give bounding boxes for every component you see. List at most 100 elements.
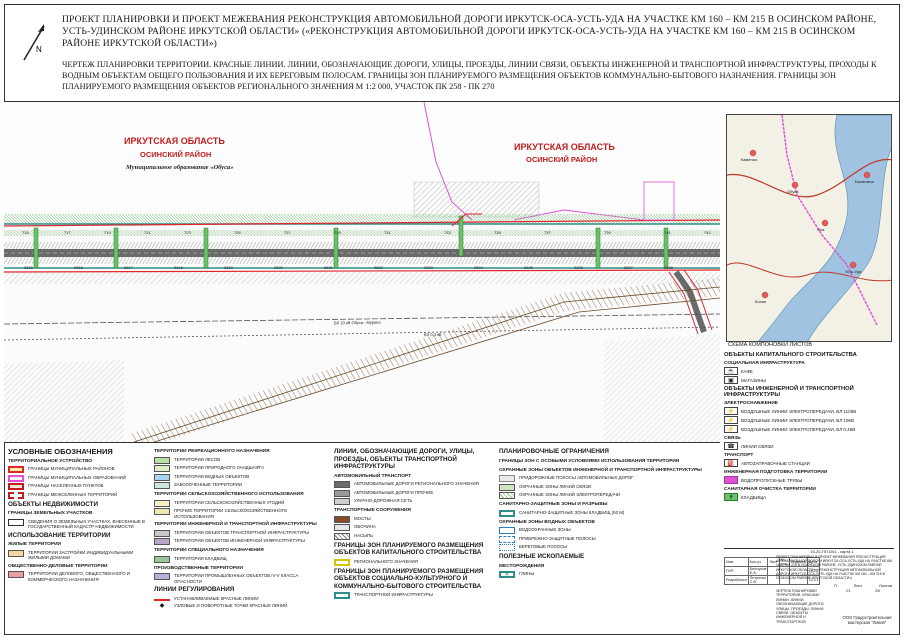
point-label: 737 <box>544 230 551 235</box>
legend-heading: ГРАНИЦЫ ЗОН ПЛАНИРУЕМОГО РАЗМЕЩЕНИЯ ОБЪЕ… <box>334 541 484 557</box>
legend-row: ТЕРРИТОРИИ ДЕЛОВОГО, ОБЩЕСТВЕННОГО И КОМ… <box>8 571 148 582</box>
district-label-left: ОСИНСКИЙ РАЙОН <box>140 150 212 159</box>
stamp-cell: Разработал <box>724 575 749 585</box>
legend-subheading: ИНЖЕНЕРНАЯ ПОДГОТОВКА ТЕРРИТОРИИ <box>724 470 828 475</box>
swatch <box>154 555 170 563</box>
point-label: 2622 <box>374 265 383 270</box>
legend-label: ГРАНИЦЫ МУНИЦИПАЛЬНЫХ ОБРАЗОВАНИЙ <box>28 474 126 480</box>
legend-heading: ПЛАНИРОВОЧНЫЕ ОГРАНИЧЕНИЯ <box>499 448 609 455</box>
overview-caption: СХЕМА КОМПОНОВКИ ЛИСТОВ <box>728 342 813 348</box>
legend-subheading: ОХРАННЫЕ ЗОНЫ ОБЪЕКТОВ ИНЖЕНЕРНОЙ И ТРАН… <box>499 467 702 473</box>
legend-row: ЗАБОЛОЧЕННЫЕ ТЕРРИТОРИИ <box>154 482 324 489</box>
point-label: 731 <box>384 230 391 235</box>
legend-subheading: СОЦИАЛЬНАЯ ИНФРАСТРУКТУРА <box>724 361 805 366</box>
legend-label: ВОЗДУШНЫЕ ЛИНИИ ЭЛЕКТРОПЕРЕДАЧИ, ВЛ 110к… <box>741 408 857 414</box>
point-label: 725 <box>234 230 241 235</box>
legend-label: ТЕРРИТОРИИ ЛЕСОВ <box>174 456 221 462</box>
legend-label: ПРИДОРОЖНЫЕ ПОЛОСЫ АВТОМОБИЛЬНЫХ ДОРОГ <box>519 475 634 480</box>
north-arrow-icon: N <box>23 24 45 61</box>
legend-row: ТЕРРИТОРИИ КЛАДБИЩ <box>154 555 324 563</box>
swatch <box>499 527 515 534</box>
legend-subheading: САНИТАРНО-ЗАЩИТНЫЕ ЗОНЫ И РАЗРЫВЫ <box>499 502 608 507</box>
legend-heading: ОБЪЕКТЫ КАПИТАЛЬНОГО СТРОИТЕЛЬСТВА <box>724 352 857 358</box>
legend-label: ГЛИНЫ <box>519 571 535 576</box>
legend-subheading: АВТОМОБИЛЬНЫЙ ТРАНСПОРТ <box>334 473 412 479</box>
legend-heading: ГРАНИЦЫ ЗОН ПЛАНИРУЕМОГО РАЗМЕЩЕНИЯ ОБЪЕ… <box>334 567 484 590</box>
swatch <box>334 532 350 540</box>
sheets-label: Листов <box>878 583 892 588</box>
overview-place: Усть-Уда <box>845 269 862 274</box>
legend-subheading: СВЯЗЬ <box>724 436 741 441</box>
legend-row: ТЕРРИТОРИИ ЛЕСОВ <box>154 456 324 464</box>
legend-label: УЗЛОВЫЕ И ПОВОРОТНЫЕ ТОЧКИ КРАСНЫХ ЛИНИЙ <box>174 602 288 608</box>
point-label: 2628 <box>664 265 673 270</box>
stamp-sheet-name: ЧЕРТЕЖ ПЛАНИРОВКИ ТЕРРИТОРИИ. КРАСНЫЕ ЛИ… <box>776 589 825 623</box>
point-label: 2625 <box>524 265 533 270</box>
stamp-cell: Кол.уч <box>747 557 769 567</box>
swatch <box>8 483 24 490</box>
overview-place: Обуса <box>787 189 799 194</box>
point-label: 729 <box>334 230 341 235</box>
legend-heading: ПОЛЕЗНЫЕ ИСКОПАЕМЫЕ <box>499 553 585 560</box>
swatch <box>154 573 170 580</box>
overview-map[interactable]: Каменка Обуса Оса Усть-Уда Бохан Балаган… <box>726 114 892 342</box>
legend-subheading: САНИТАРНАЯ ОЧИСТКА ТЕРРИТОРИИ <box>724 487 816 492</box>
legend-row: ТЕРРИТОРИИ ЗАСТРОЙКИ ИНДИВИДУАЛЬНЫМИ ЖИЛ… <box>8 549 148 561</box>
stamp-cell: Петренко С.В. <box>747 575 769 585</box>
region-label-right: ИРКУТСКАЯ ОБЛАСТЬ <box>514 142 615 152</box>
legend-row: ТРАНСПОРТНОЙ ИНФРАСТРУКТУРЫ <box>334 592 494 599</box>
stamp-project-name: ПРОЕКТ ПЛАНИРОВКИ И ПРОЕКТ МЕЖЕВАНИЯ РЕК… <box>776 555 892 581</box>
legend-label: МОСТЫ <box>354 515 371 521</box>
stamp-cell <box>778 575 790 585</box>
legend-label: ВОЗДУШНЫЕ ЛИНИИ ЭЛЕКТРОПЕРЕДАЧИ, ВЛ 0,4к… <box>741 426 856 432</box>
legend-subheading: МЕСТОРОЖДЕНИЯ <box>499 563 545 569</box>
legend-subheading: ГРАНИЦЫ ЗОН С ОСОБЫМИ УСЛОВИЯМИ ИСПОЛЬЗО… <box>499 458 680 464</box>
legend-heading: ЛИНИИ, ОБОЗНАЧАЮЩИЕ ДОРОГИ, УЛИЦЫ, ПРОЕЗ… <box>334 448 475 470</box>
legend-row: ☎ЛИНИИ СВЯЗИ <box>724 442 894 450</box>
power-line-label: ВЛ 0,4 кВ <box>423 331 442 338</box>
stage-letter: П <box>834 583 837 588</box>
red-point-labels-bottom: 2615 2616 2617 2618 2619 2620 2621 2622 … <box>4 265 720 273</box>
legend-row: ОХРАННЫЕ ЗОНЫ ЛИНИЙ ЭЛЕКТРОПЕРЕДАЧИ <box>499 492 717 499</box>
red-point-icon: ◆ <box>159 602 165 609</box>
legend-row: БЕРЕГОВЫЕ ПОЛОСЫ <box>499 544 717 551</box>
legend-row: ОХРАННЫЕ ЗОНЫ ЛИНИЙ СВЯЗИ <box>499 483 717 491</box>
sheet-number: 21 <box>846 588 851 593</box>
swatch <box>334 515 350 523</box>
shop-icon: ▣ <box>724 376 738 384</box>
legend-subheading: ОБЩЕСТВЕННО-ДЕЛОВЫЕ ТЕРРИТОРИИ <box>8 563 108 569</box>
point-label: 2624 <box>474 265 483 270</box>
swatch <box>154 465 170 472</box>
green-zone-markers <box>33 215 669 269</box>
legend-label: СВЕДЕНИЯ О ЗЕМЕЛЬНЫХ УЧАСТКАХ, ВНЕСЕННЫЕ… <box>28 518 145 530</box>
stamp-cell: ГИП <box>724 566 749 576</box>
legend-column-4: ПЛАНИРОВОЧНЫЕ ОГРАНИЧЕНИЯ ГРАНИЦЫ ЗОН С … <box>499 446 717 580</box>
legend-label: ТЕРРИТОРИИ ВОДНЫХ ОБЪЕКТОВ <box>174 473 250 479</box>
main-map[interactable]: ИРКУТСКАЯ ОБЛАСТЬ ОСИНСКИЙ РАЙОН Муницип… <box>4 102 720 443</box>
swatch <box>334 489 350 497</box>
point-label: 2619 <box>224 265 233 270</box>
point-label: 727 <box>284 230 291 235</box>
point-label: 2626 <box>574 265 583 270</box>
legend-label: КАФЕ <box>741 368 753 374</box>
legend-row: ⚡ВОЗДУШНЫЕ ЛИНИИ ЭЛЕКТРОПЕРЕДАЧИ, ВЛ 10к… <box>724 416 894 424</box>
comm-line-icon: ☎ <box>724 442 738 450</box>
legend-label: ТЕРРИТОРИИ СЕЛЬСКОХОЗЯЙСТВЕННЫХ УГОДИЙ <box>174 499 285 505</box>
swatch <box>154 529 170 537</box>
point-label: 2621 <box>324 265 333 270</box>
legend-column-1: УСЛОВНЫЕ ОБОЗНАЧЕНИЯ ТЕРРИТОРИАЛЬНОЕ УСТ… <box>8 446 148 584</box>
point-label: 715 <box>22 230 29 235</box>
legend-subheading: ТЕРРИТОРИИ РЕКРЕАЦИОННОГО НАЗНАЧЕНИЯ <box>154 449 270 454</box>
legend-label: УЛИЧНО-ДОРОЖНАЯ СЕТЬ <box>354 498 413 503</box>
legend-row: ГРАНИЦЫ МУНИЦИПАЛЬНЫХ РАЙОНОВ <box>8 466 148 473</box>
legend-subheading: ТРАНСПОРТНЫЕ СООРУЖЕНИЯ <box>334 508 411 513</box>
swatch <box>154 596 170 601</box>
point-label: 2620 <box>274 265 283 270</box>
legend-label: АВТОМОБИЛЬНЫЕ ДОРОГИ ПРОЧИЕ <box>354 489 434 495</box>
legend-label: БЕРЕГОВЫЕ ПОЛОСЫ <box>519 544 568 549</box>
title-block: N ПРОЕКТ ПЛАНИРОВКИ И ПРОЕКТ МЕЖЕВАНИЯ Р… <box>4 4 900 102</box>
legend-row: ОБОЧИНА <box>334 524 494 531</box>
legend-subheading: ОХРАННЫЕ ЗОНЫ ВОДНЫХ ОБЪЕКТОВ <box>499 519 595 525</box>
legend-subheading: ТЕРРИТОРИАЛЬНОЕ УСТРОЙСТВО <box>8 458 93 464</box>
swatch <box>334 481 350 488</box>
